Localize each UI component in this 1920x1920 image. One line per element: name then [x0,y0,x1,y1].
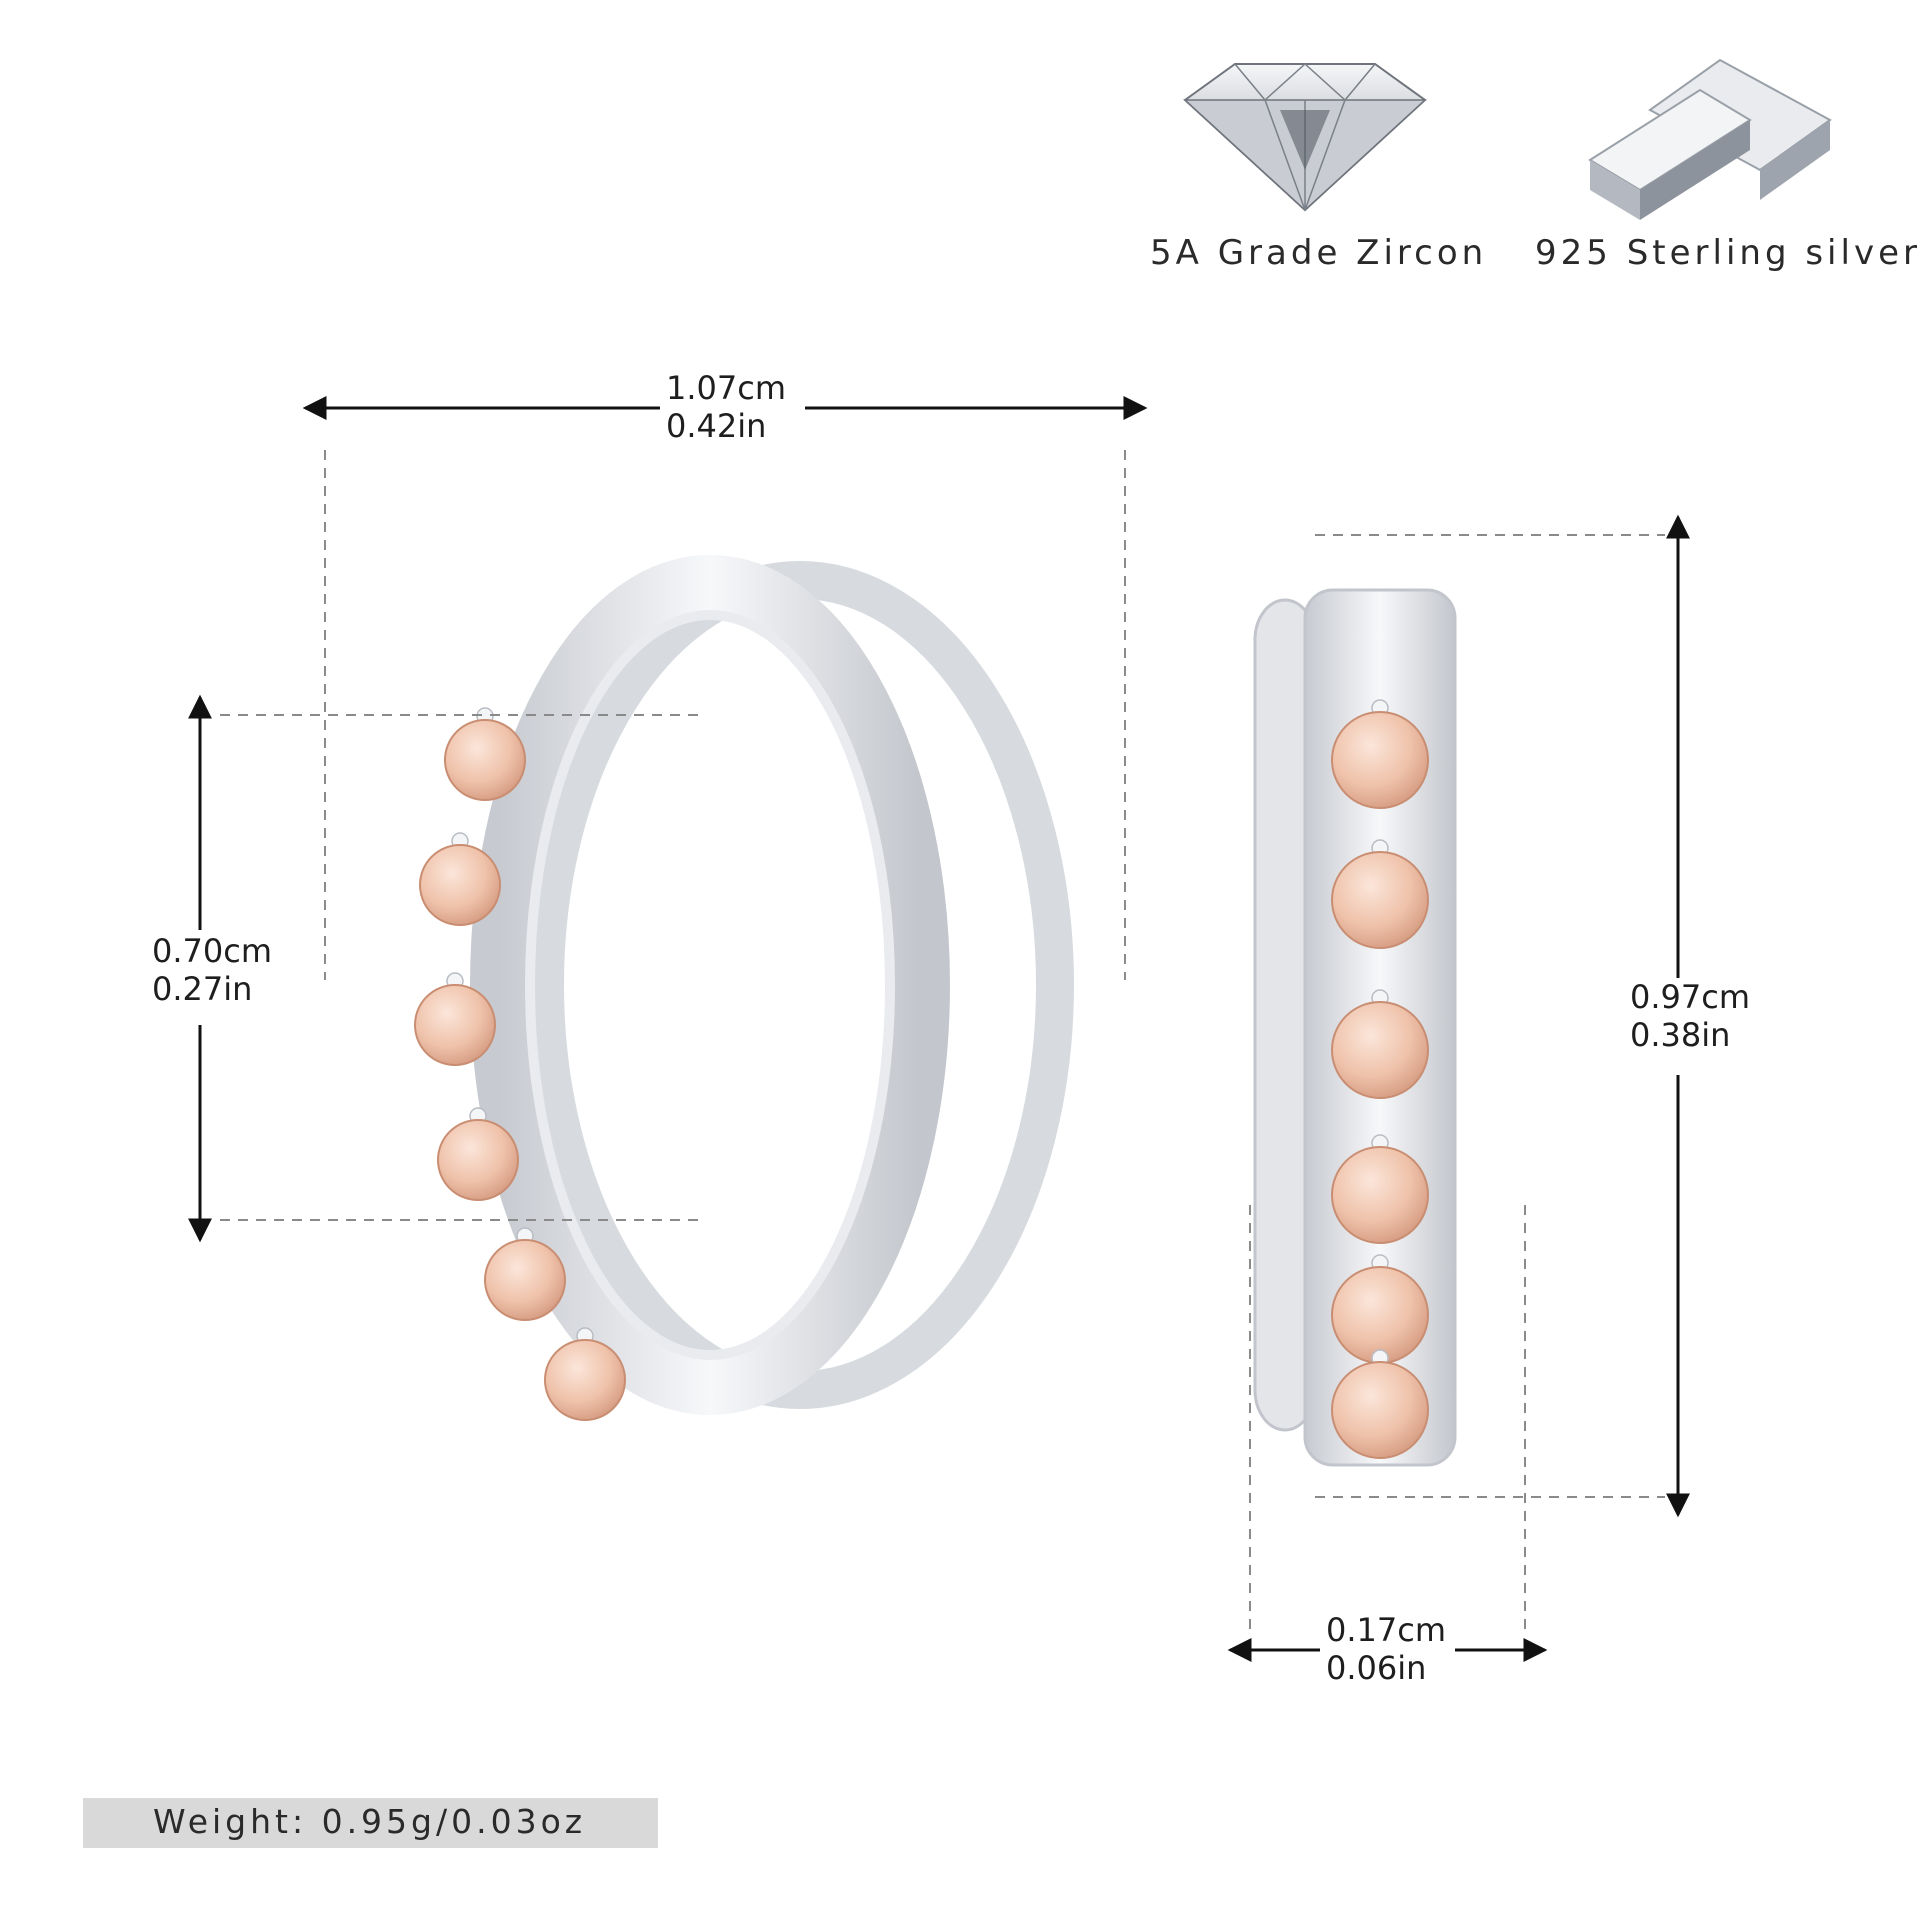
thickness-dimension: 0.17cm 0.06in [1322,1611,1451,1687]
diamond-icon [1183,62,1427,212]
zircon-stone [1331,711,1429,809]
hoop-front [414,555,1074,1421]
hoop-side [1253,588,1457,1467]
zircon-label: 5A Grade Zircon [1150,233,1488,273]
thickness-cm: 0.17cm [1326,1611,1447,1649]
height-cm: 0.97cm [1630,978,1751,1016]
zircon-stone [484,1239,566,1321]
zircon-stone [1331,1361,1429,1459]
zircon-stone [444,719,526,801]
zircon-stone [544,1339,626,1421]
stone-band-in: 0.27in [152,970,253,1008]
weight-text: Weight: 0.95g/0.03oz [153,1802,587,1841]
weight-bar: Weight: 0.95g/0.03oz [83,1798,658,1848]
zircon-stone [419,844,501,926]
zircon-stone [1331,1266,1429,1364]
zircon-stone [437,1119,519,1201]
guide-lines [220,450,1665,1630]
zircon-stone [414,984,496,1066]
width-cm: 1.07cm [666,369,787,407]
height-in: 0.38in [1630,1016,1731,1054]
zircon-stone [1331,1001,1429,1099]
silver-label: 925 Sterling silver [1535,233,1920,273]
zircon-stone [1331,851,1429,949]
width-dimension: 1.07cm 0.42in [662,369,791,445]
height-dimension: 0.97cm 0.38in [1626,978,1755,1054]
dimension-arrows [188,396,1690,1662]
zircon-stone [1331,1146,1429,1244]
width-in: 0.42in [666,407,767,445]
thickness-in: 0.06in [1326,1649,1427,1687]
stone-band-cm: 0.70cm [152,932,273,970]
silver-bar-icon [1588,58,1832,220]
stone-band-dimension: 0.70cm 0.27in [148,932,277,1008]
